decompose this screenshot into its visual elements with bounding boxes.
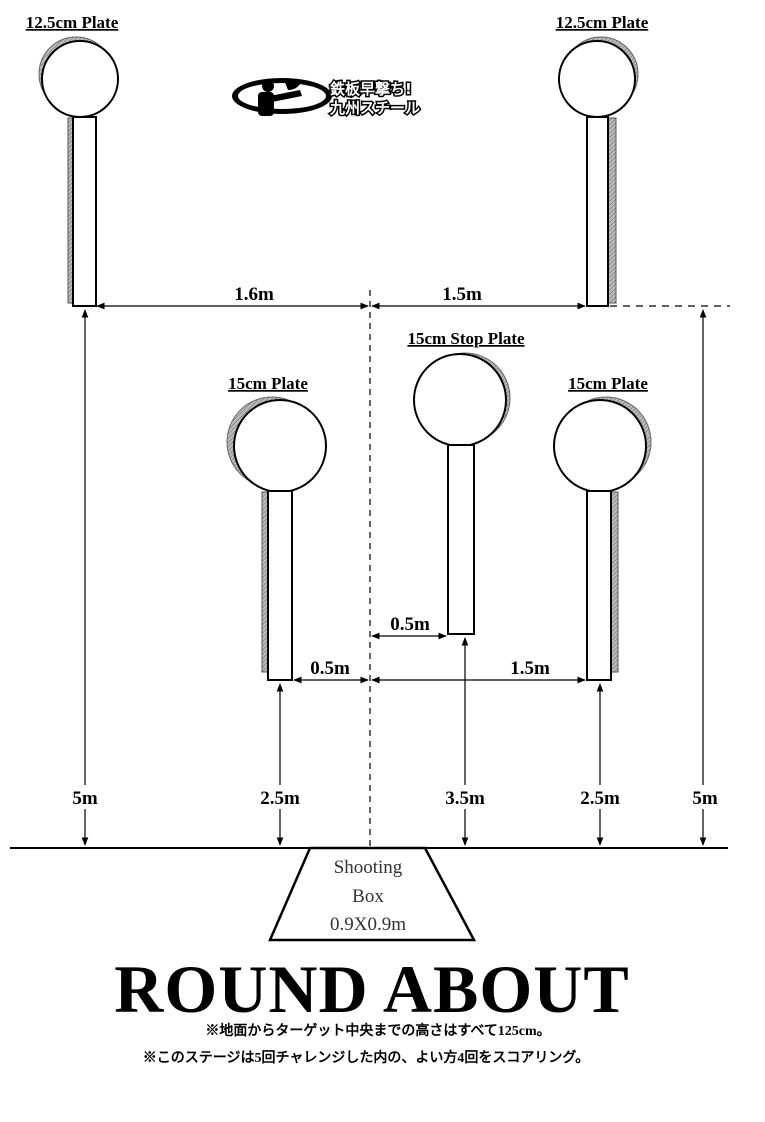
dim-label-mid-left: 0.5m xyxy=(310,658,350,679)
dim-label-mid-right-distance: 2.5m xyxy=(580,788,620,809)
plate-label-mid-right: 15cm Plate xyxy=(568,374,648,393)
logo-line1: 鉄板早撃ち! xyxy=(330,80,412,98)
note-line-2: ※このステージは5回チャレンジした内の、よい方4回をスコアリング。 xyxy=(143,1049,589,1066)
target-mid-left xyxy=(226,396,327,681)
plate-label-top-right: 12.5cm Plate xyxy=(556,13,649,32)
shooting-box-label-1: Shooting xyxy=(334,857,403,878)
shooting-box-size: 0.9X0.9m xyxy=(330,914,406,935)
dim-label-top-right: 1.5m xyxy=(442,284,482,305)
plate-label-top-left: 12.5cm Plate xyxy=(26,13,119,32)
logo-line2: 九州スチール xyxy=(329,99,420,117)
dim-label-top-left: 1.6m xyxy=(234,284,274,305)
dim-label-mid-right: 1.5m xyxy=(510,658,550,679)
shooting-box-label-2: Box xyxy=(352,886,384,907)
target-top-right xyxy=(558,36,639,307)
dim-label-far-left: 5m xyxy=(72,788,98,809)
dim-label-far-right: 5m xyxy=(692,788,718,809)
shooting-box: Shooting Box 0.9X0.9m xyxy=(268,846,477,942)
dim-label-stop-distance: 3.5m xyxy=(445,788,485,809)
shooter-silhouette-icon xyxy=(258,78,302,116)
target-mid-right xyxy=(553,396,652,681)
target-stop-plate xyxy=(413,352,511,635)
plate-label-mid-left: 15cm Plate xyxy=(228,374,308,393)
note-line-1: ※地面からターゲット中央までの高さはすべて125cm。 xyxy=(205,1022,550,1039)
plate-label-stop: 15cm Stop Plate xyxy=(407,329,525,348)
logo: 鉄板早撃ち! 九州スチール xyxy=(232,78,422,119)
target-top-left xyxy=(38,36,119,307)
dim-label-stop-offset: 0.5m xyxy=(390,614,430,635)
dim-label-mid-left-distance: 2.5m xyxy=(260,788,300,809)
stage-title: ROUND ABOUT xyxy=(114,951,629,1027)
